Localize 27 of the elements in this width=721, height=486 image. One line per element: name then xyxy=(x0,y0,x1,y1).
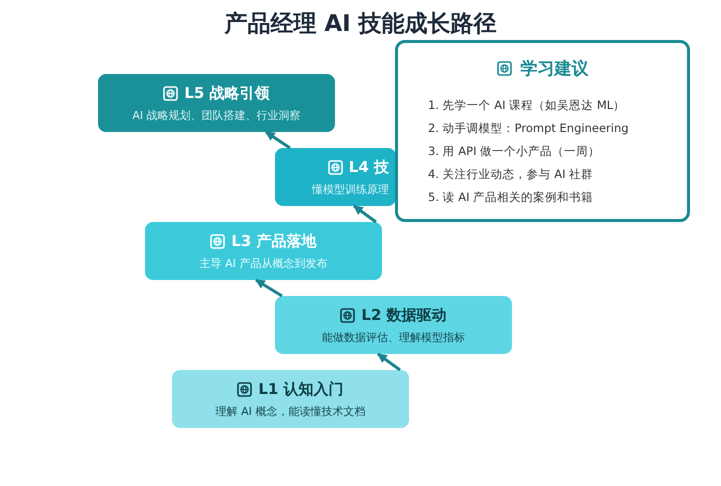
level-title: L1 认知入门 xyxy=(258,380,344,398)
level-description: 理解 AI 概念，能读懂技术文档 xyxy=(216,404,366,418)
tips-panel xyxy=(395,40,690,222)
arrow xyxy=(377,352,401,372)
level-box xyxy=(172,370,409,428)
level-box xyxy=(145,222,382,280)
level-description: 能做数据评估、理解模型指标 xyxy=(322,330,465,344)
list-item: 3. 用 API 做一个小产品（一周） xyxy=(428,144,600,159)
level-description: 主导 AI 产品从概念到发布 xyxy=(200,256,328,270)
arrow xyxy=(353,204,377,224)
level-description: AI 战略规划、团队搭建、行业洞察 xyxy=(132,108,301,122)
arrow xyxy=(265,130,291,150)
diagram-title: 产品经理 AI 技能成长路径 xyxy=(224,10,497,39)
list-item: 4. 关注行业动态，参与 AI 社群 xyxy=(428,167,594,182)
panel-heading: 学习建议 xyxy=(520,58,588,80)
level-title: L5 战略引领 xyxy=(184,84,270,102)
level-box xyxy=(98,74,335,132)
level-title: L2 数据驱动 xyxy=(361,306,447,324)
list-item: 2. 动手调模型：Prompt Engineering xyxy=(428,121,629,136)
level-box xyxy=(275,296,512,354)
list-item: 1. 先学一个 AI 课程（如吴恩达 ML） xyxy=(428,98,626,113)
level-box xyxy=(275,148,396,206)
list-item: 5. 读 AI 产品相关的案例和书籍 xyxy=(428,190,594,205)
level-title: L3 产品落地 xyxy=(231,232,317,250)
arrow xyxy=(255,278,283,298)
level-description: 懂模型训练原理 xyxy=(312,182,389,196)
level-title: L4 技 xyxy=(348,158,389,176)
